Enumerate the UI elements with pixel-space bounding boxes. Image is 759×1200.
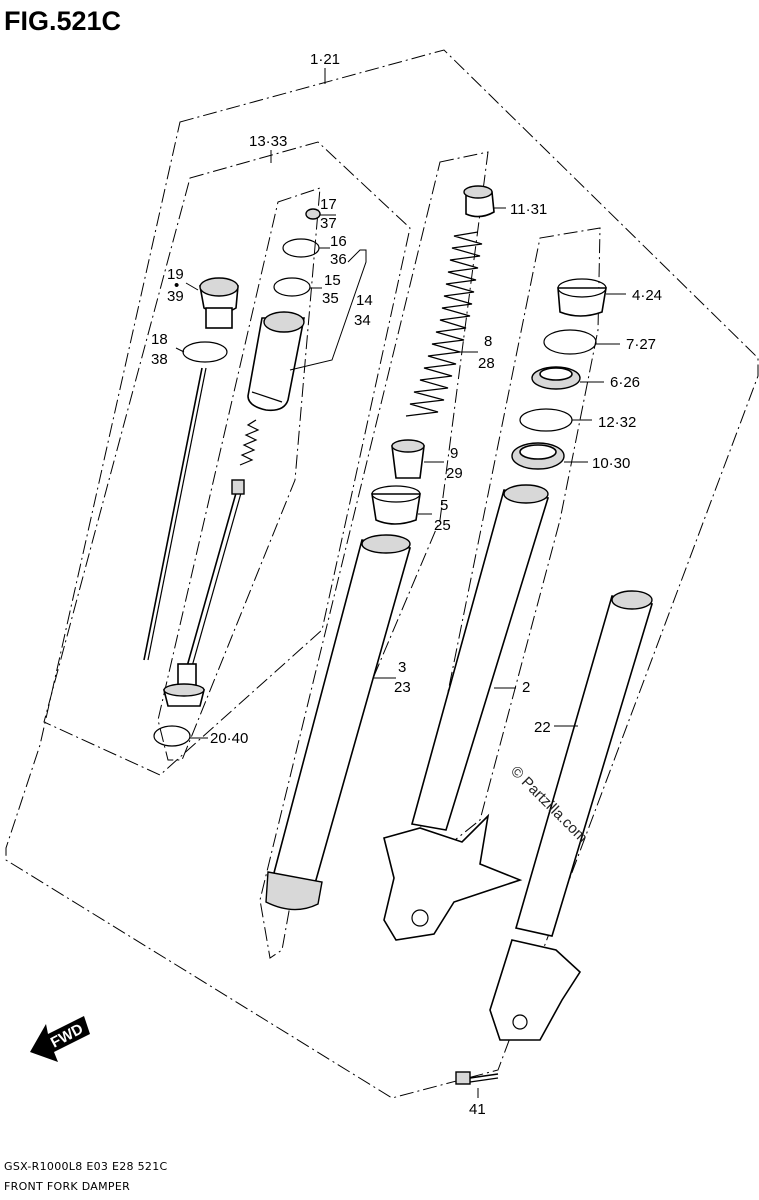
callout-41: 41	[469, 1101, 486, 1118]
model-code: GSX-R1000L8 E03 E28 521C	[4, 1160, 168, 1173]
callout-10-30: 10·30	[592, 455, 630, 472]
part-17-nut[interactable]	[305, 208, 321, 220]
rebound-spring[interactable]	[239, 419, 260, 466]
part-5-bushing[interactable]	[371, 485, 421, 525]
damper-group-boundary	[43, 141, 411, 776]
callout-19: 19	[167, 266, 184, 283]
part-7-washer[interactable]	[543, 329, 597, 355]
callout-34: 34	[354, 312, 371, 329]
figure-title: FIG.521C	[4, 6, 121, 36]
callout-5: 5	[440, 497, 448, 514]
outer-assembly-boundary	[5, 49, 759, 1099]
part-2-outer-tube[interactable]	[383, 484, 550, 941]
callout-11-31: 11·31	[510, 201, 547, 218]
part-22-outer-tube[interactable]	[489, 590, 654, 1041]
part-18-o-ring[interactable]	[182, 341, 228, 363]
part-41-bolt[interactable]	[455, 1071, 499, 1085]
callout-28: 28	[478, 355, 495, 372]
part-9-spacer[interactable]	[391, 439, 425, 479]
callout-9: 9	[450, 445, 458, 462]
callout-7-27: 7·27	[626, 336, 656, 353]
callout-3: 3	[398, 659, 406, 676]
part-12-retaining-clip[interactable]	[519, 408, 573, 432]
callout-36: 36	[330, 251, 347, 268]
part-11-spring-adjuster[interactable]	[463, 185, 495, 218]
part-6-oil-seal[interactable]	[531, 366, 581, 390]
callout-38: 38	[151, 351, 168, 368]
callout-37: 37	[320, 215, 337, 232]
callout-23: 23	[394, 679, 411, 696]
figure-caption: FRONT FORK DAMPER	[4, 1180, 130, 1193]
callout-6-26: 6·26	[610, 374, 640, 391]
callout-29: 29	[446, 465, 463, 482]
fwd-arrow-icon: FWD	[30, 1016, 90, 1062]
callout-8: 8	[484, 333, 492, 350]
part-4-bushing[interactable]	[557, 278, 607, 317]
part-14-cartridge-cylinder[interactable]	[247, 311, 305, 412]
callout-15: 15	[324, 272, 341, 289]
part-3-inner-tube[interactable]	[265, 534, 412, 911]
callout-17: 17	[320, 196, 337, 213]
part-15-o-ring[interactable]	[273, 277, 311, 297]
callout-14: 14	[356, 292, 373, 309]
callout-12-32: 12·32	[598, 414, 636, 431]
part-19-cap-bolt[interactable]	[199, 277, 239, 329]
callout-13-33: 13·33	[249, 133, 287, 150]
part-10-dust-seal[interactable]	[511, 442, 565, 470]
part-20-ring[interactable]	[153, 725, 191, 747]
callout-16: 16	[330, 233, 347, 250]
piston-rod[interactable]	[185, 485, 239, 671]
callout-18: 18	[151, 331, 168, 348]
callout-1-21: 1·21	[310, 51, 340, 68]
part-8-fork-spring[interactable]	[405, 231, 483, 417]
callout-22: 22	[534, 719, 551, 736]
part-16-o-ring[interactable]	[282, 238, 320, 258]
damper-rod[interactable]	[143, 367, 203, 661]
callout-2: 2	[522, 679, 530, 696]
callout-25: 25	[434, 517, 451, 534]
callout-19-dot: •	[174, 277, 179, 294]
piston-assembly[interactable]	[162, 663, 206, 707]
callout-39: 39	[167, 288, 184, 305]
callout-35: 35	[322, 290, 339, 307]
callout-4-24: 4·24	[632, 287, 662, 304]
callout-20-40: 20·40	[210, 730, 248, 747]
